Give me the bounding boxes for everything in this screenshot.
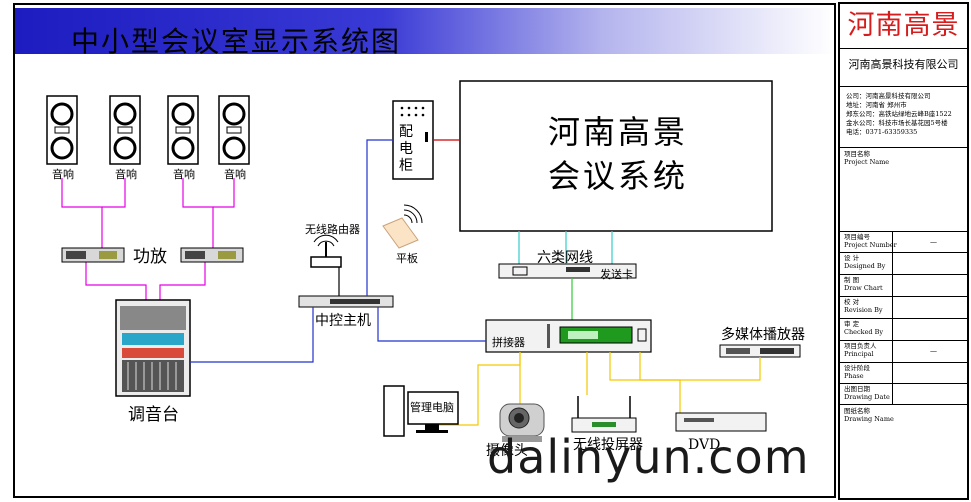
screen-text-line1: 河南高景 <box>547 113 688 151</box>
central-controller <box>298 295 394 308</box>
cat6-lines <box>518 231 613 264</box>
company-name: 河南高景科技有限公司 <box>848 58 959 71</box>
watermark: dalinyun.com <box>487 430 810 484</box>
led-screen <box>459 80 773 232</box>
speaker-3 <box>167 95 199 165</box>
row-principal-value: — <box>930 347 937 355</box>
camera-label: 摄像头 <box>486 443 528 459</box>
row-principal: 项目负责人 Principal <box>844 342 877 358</box>
speaker-4 <box>218 95 250 165</box>
drawing-frame <box>13 3 836 498</box>
mixer-label: 调音台 <box>128 405 179 425</box>
power-cabinet-label: 配电柜 <box>399 124 413 174</box>
info-line: 地址：河南省 郑州市 <box>846 101 907 109</box>
row-drawing-date: 出图日期 Drawing Date <box>844 385 890 401</box>
wireless-projector-device <box>571 396 637 433</box>
info-line: 公司：河南高景科技有限公司 <box>846 92 931 100</box>
av-links <box>430 352 761 426</box>
wireless-router <box>310 234 342 268</box>
row-project-number-value: — <box>930 238 937 246</box>
router-label: 无线路由器 <box>305 223 360 236</box>
title-bar: 中小型会议室显示系统图 <box>15 8 834 58</box>
speaker-label-3: 音响 <box>173 168 195 181</box>
row-designed-by: 设 计 Designed By <box>844 254 886 270</box>
dvd-device <box>675 412 767 432</box>
info-line: 金水公司：科技市场长基花园5号楼 <box>846 119 948 127</box>
row-phase: 设计阶段 Phase <box>844 364 870 380</box>
row-revision-by: 校 对 Revision By <box>844 298 883 314</box>
title-block: 河南高景 河南高景科技有限公司 公司：河南高景科技有限公司 地址：河南省 郑州市… <box>838 2 969 500</box>
amplifier-label: 功放 <box>133 247 167 267</box>
media-player-device <box>719 344 801 358</box>
screen-text-line2: 会议系统 <box>547 157 688 195</box>
speaker-label-1: 音响 <box>52 168 74 181</box>
controller-label: 中控主机 <box>315 313 371 329</box>
power-cabinet <box>392 100 434 180</box>
speaker-label-2: 音响 <box>115 168 137 181</box>
control-links <box>190 139 486 363</box>
cable-label: 六类网线 <box>537 250 593 266</box>
mixer <box>115 299 191 397</box>
amplifier-left <box>61 247 125 263</box>
system-diagram <box>46 80 801 442</box>
speaker-2 <box>109 95 141 165</box>
info-line: 电话：0371-63359335 <box>846 128 918 136</box>
speaker-wiring <box>61 178 235 300</box>
diagram-title: 中小型会议室显示系统图 <box>71 25 402 58</box>
dvd-label: DVD <box>688 437 721 453</box>
row-drawing-name: 图纸名称 Drawing Name <box>844 407 894 423</box>
media-player-label: 多媒体播放器 <box>721 327 805 343</box>
sender-card-label: 发送卡 <box>600 268 633 281</box>
row-project-number: 项目编号 Project Number <box>844 233 897 249</box>
splicer-label: 拼接器 <box>492 336 525 349</box>
tablet-label: 平板 <box>396 252 418 265</box>
company-logo: 河南高景 <box>847 10 960 41</box>
tablet-device <box>382 204 423 249</box>
speaker-1 <box>46 95 78 165</box>
splicer-device <box>485 319 652 353</box>
sender-card-device <box>498 263 637 279</box>
projector-label: 无线投屏器 <box>573 437 643 453</box>
info-line: 郑东公司：高铁站绿地云峰B座1522 <box>846 110 952 118</box>
speaker-label-4: 音响 <box>224 168 246 181</box>
row-project-name: 项目名称 Project Name <box>844 150 890 166</box>
pc-label: 管理电脑 <box>410 401 454 414</box>
amplifier-right <box>180 247 244 263</box>
company-info: 公司：河南高景科技有限公司 地址：河南省 郑州市 郑东公司：高铁站绿地云峰B座1… <box>846 92 952 137</box>
row-draw-chart: 制 图 Draw Chart <box>844 276 883 292</box>
management-pc <box>383 385 459 437</box>
row-checked-by: 审 定 Checked By <box>844 320 884 336</box>
camera-device <box>499 403 545 442</box>
